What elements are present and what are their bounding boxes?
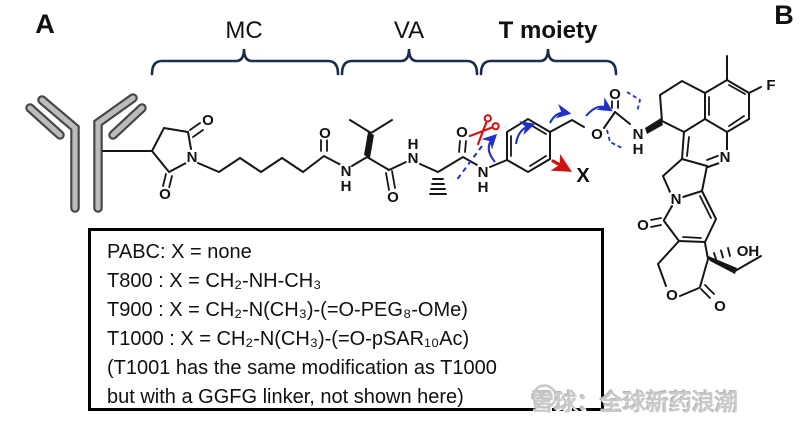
segment-brackets: MC VA T moiety bbox=[150, 17, 618, 76]
variant-line: T900 : X = CH₂-N(CH₃)-(=O-PEG₈-OMe) bbox=[107, 299, 468, 321]
atom-label-n: N bbox=[720, 149, 731, 166]
carbamate-dash bbox=[626, 91, 642, 113]
caproyl-chain: O N H bbox=[197, 123, 353, 197]
atom-label-x: X bbox=[576, 165, 590, 187]
mc-bracket bbox=[150, 48, 340, 76]
atom-label-n: N bbox=[671, 191, 682, 208]
atom-label-o: O bbox=[456, 124, 468, 141]
atom-label-o: O bbox=[319, 125, 331, 142]
atom-label-h: H bbox=[341, 178, 352, 195]
variant-line: T1000 : X = CH₂-N(CH₃)-(=O-pSAR₁₀Ac) bbox=[107, 328, 470, 350]
cleavage-site-dash bbox=[455, 145, 483, 182]
atom-label-oh: OH bbox=[737, 243, 760, 260]
elimination-arrows bbox=[481, 97, 613, 163]
atom-label-o: O bbox=[387, 189, 399, 206]
panel-b-label: B bbox=[774, 0, 794, 30]
atom-label-f: F bbox=[766, 77, 775, 94]
atom-label-o: O bbox=[714, 298, 726, 315]
variant-line: T800 : X = CH₂-NH-CH₃ bbox=[107, 270, 322, 292]
va-bracket bbox=[340, 48, 479, 76]
atom-label-o: O bbox=[202, 112, 214, 129]
atom-label-n: N bbox=[187, 149, 198, 166]
atom-label-n: N bbox=[478, 164, 489, 181]
atom-label-h: H bbox=[478, 179, 489, 196]
variant-line: PABC: X = none bbox=[107, 241, 252, 263]
alanine-residue: O N H bbox=[419, 122, 490, 198]
variant-line: (T1001 has the same modification as T100… bbox=[107, 357, 497, 379]
panel-labels: A B bbox=[35, 0, 794, 39]
variants-box: PABC: X = none T800 : X = CH₂-NH-CH₃ T90… bbox=[88, 228, 604, 411]
maleimide-ring: O O N bbox=[151, 110, 216, 205]
atom-label-n: N bbox=[408, 150, 419, 167]
t-moiety-label: T moiety bbox=[499, 17, 598, 44]
atom-label-o: O bbox=[666, 287, 678, 304]
panel-a-label: A bbox=[35, 9, 55, 39]
atom-label-o: O bbox=[591, 126, 603, 143]
atom-label-o: O bbox=[637, 217, 649, 234]
pabc-ring: O bbox=[489, 111, 616, 174]
carbamate-group: O N H bbox=[606, 84, 645, 160]
watermark: 雪球：全球新药浪潮 bbox=[531, 383, 738, 417]
xueqiu-logo-icon bbox=[532, 384, 557, 409]
atom-label-n: N bbox=[341, 163, 352, 180]
x-substituent: X bbox=[550, 153, 592, 189]
atom-label-o: O bbox=[609, 86, 621, 103]
atom-label-o: O bbox=[159, 186, 171, 203]
va-label: VA bbox=[394, 17, 424, 44]
carbamate-dash bbox=[606, 129, 623, 149]
mc-label: MC bbox=[225, 17, 262, 44]
payload-structure: F N N O O O OH bbox=[635, 55, 778, 317]
scissors-icon bbox=[468, 114, 500, 146]
antibody bbox=[25, 93, 147, 213]
atom-label-h: H bbox=[633, 141, 644, 158]
atom-label-n: N bbox=[633, 126, 644, 143]
valine-residue: O N H bbox=[349, 119, 420, 208]
t-moiety-bracket bbox=[479, 48, 618, 76]
atom-label-h: H bbox=[408, 136, 419, 153]
variant-line: but with a GGFG linker, not shown here) bbox=[107, 386, 464, 408]
watermark-text: 雪球：全球新药浪潮 bbox=[531, 389, 738, 415]
